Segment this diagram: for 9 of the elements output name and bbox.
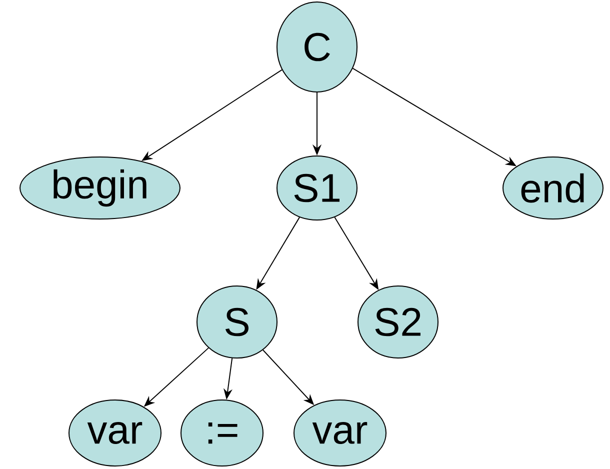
tree-node: var xyxy=(294,400,386,466)
tree-node: end xyxy=(502,156,604,220)
tree-node: var xyxy=(68,400,162,466)
tree-node: := xyxy=(180,400,264,466)
tree-node: S1 xyxy=(276,156,358,220)
tree-node: begin xyxy=(20,156,180,220)
tree-node: C xyxy=(276,2,358,92)
tree-node: S2 xyxy=(358,286,438,358)
tree-node: S xyxy=(196,286,278,358)
